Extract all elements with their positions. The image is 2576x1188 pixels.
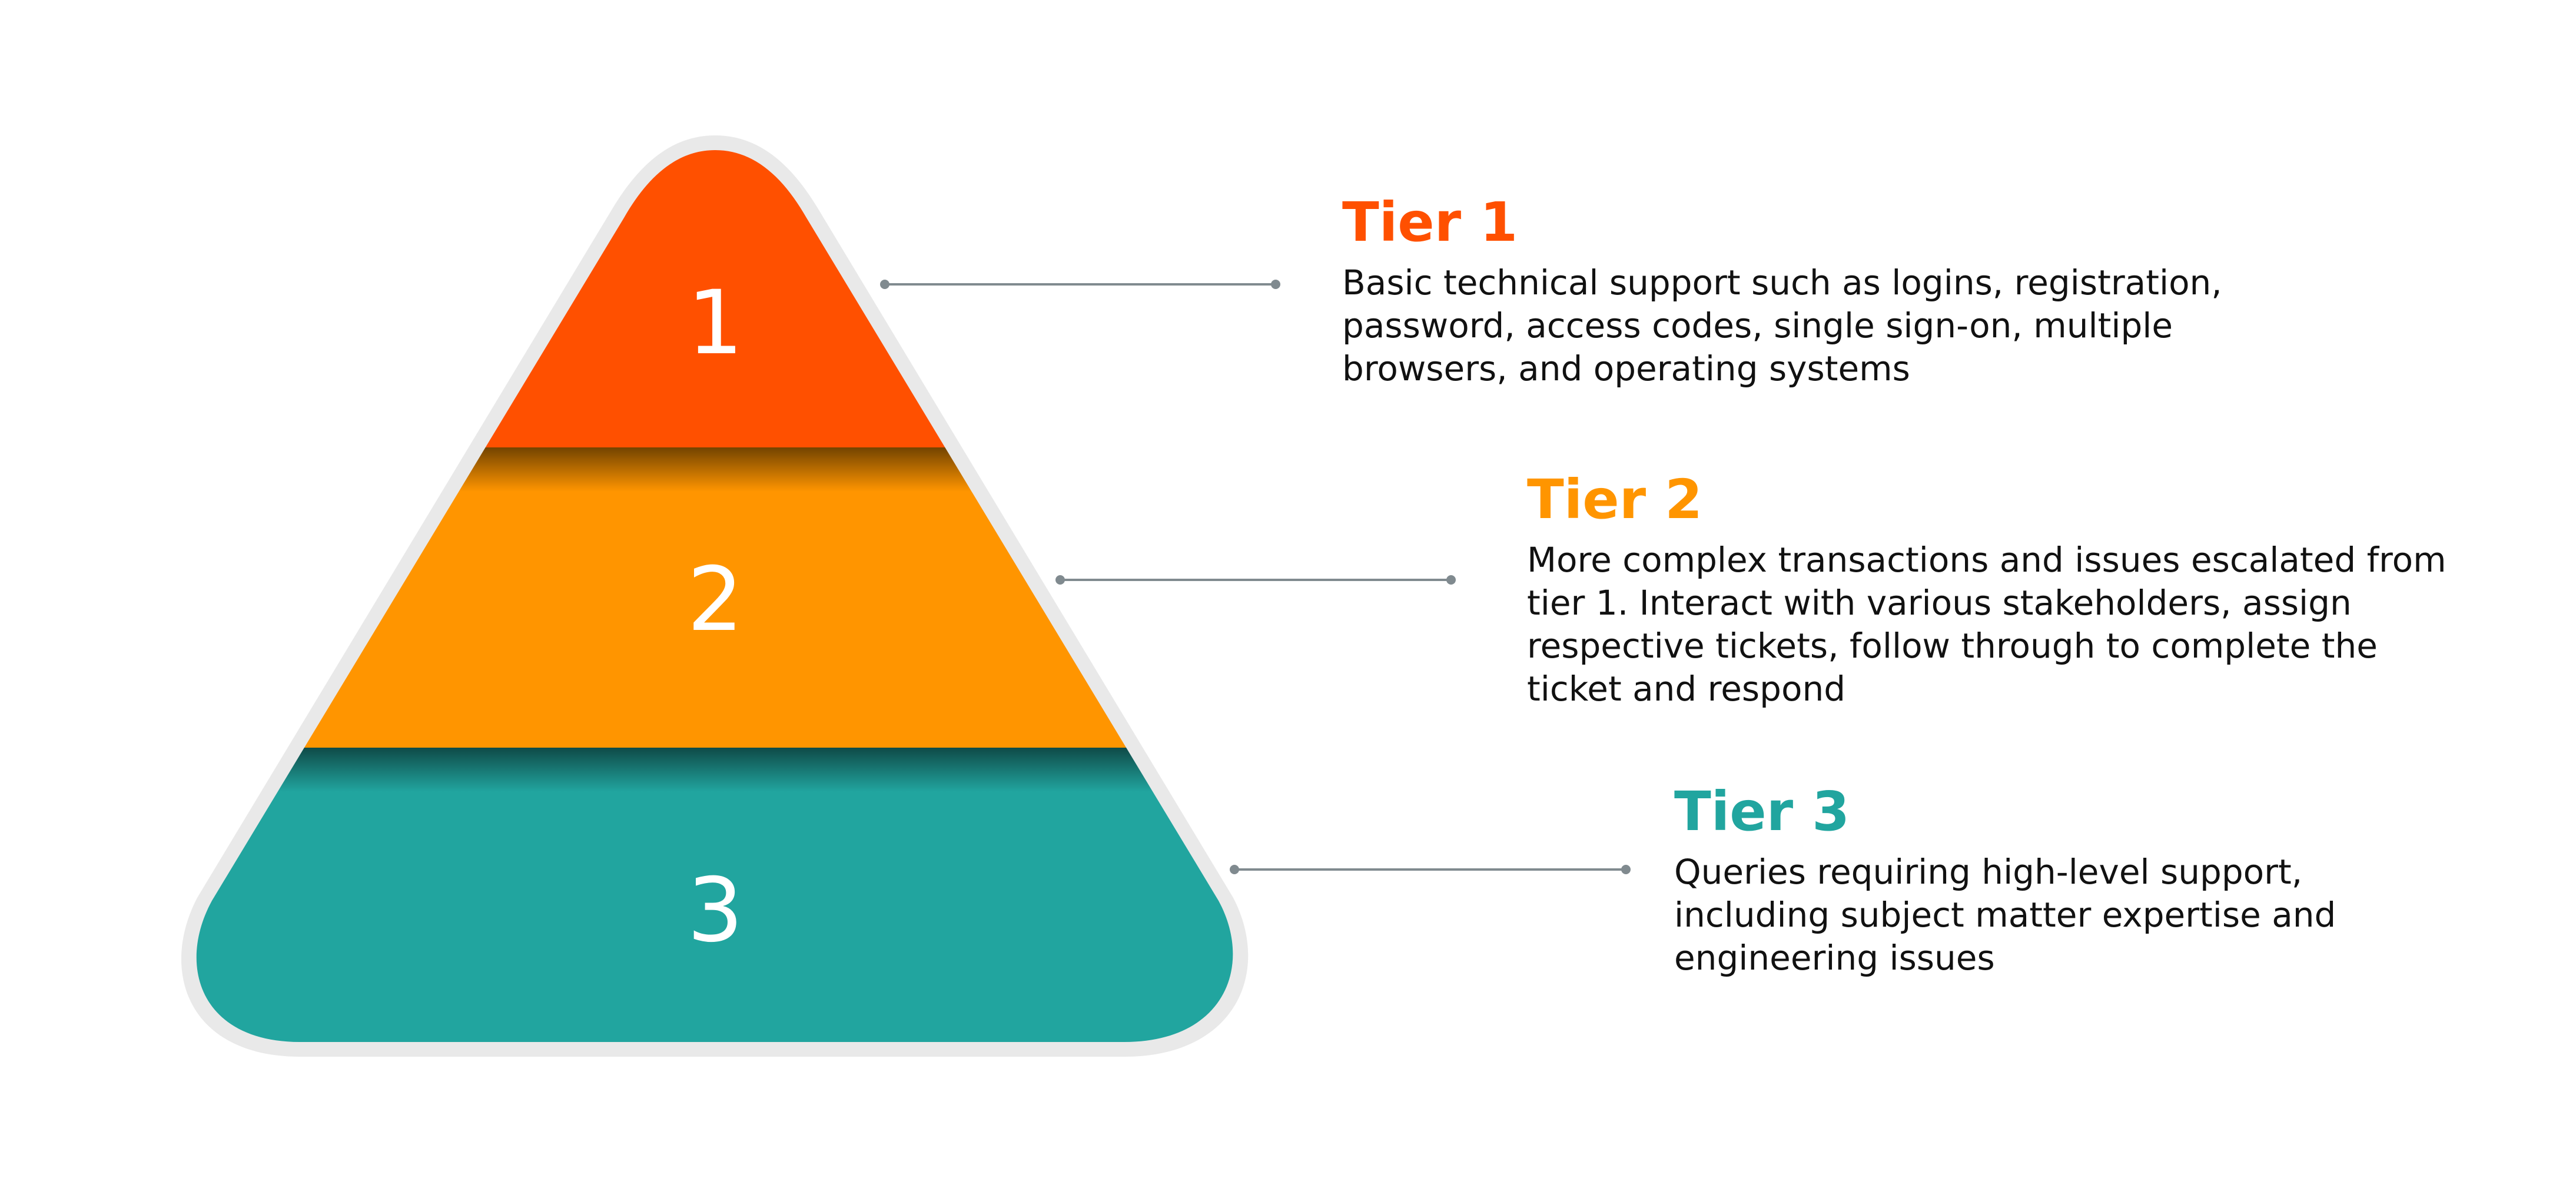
tier-3-text-block: Tier 3 Queries requiring high-level supp… bbox=[1674, 785, 2576, 980]
tier-3-segment bbox=[196, 748, 1233, 1042]
tier-2-description: More complex transactions and issues esc… bbox=[1527, 540, 2446, 709]
tier-1-connector bbox=[880, 280, 1280, 289]
tier-2-title: Tier 2 bbox=[1527, 468, 1703, 531]
tier-2-text-block: Tier 2 More complex transactions and iss… bbox=[1527, 473, 2563, 711]
tier-3-top-shadow bbox=[196, 748, 1233, 792]
tier-1-number: 1 bbox=[687, 272, 743, 374]
tier-3-number: 3 bbox=[687, 860, 743, 962]
tier-2-number: 2 bbox=[687, 549, 743, 651]
tier-1-title: Tier 1 bbox=[1342, 191, 1518, 254]
tier-3-description: Queries requiring high-level support, in… bbox=[1674, 852, 2336, 978]
tier-3-title: Tier 3 bbox=[1674, 780, 1850, 843]
tier-3-connector bbox=[1230, 865, 1631, 874]
tier-2-connector bbox=[1055, 575, 1456, 585]
tier-1-description: Basic technical support such as logins, … bbox=[1342, 263, 2222, 389]
tier-1-text-block: Tier 1 Basic technical support such as l… bbox=[1342, 195, 2378, 390]
